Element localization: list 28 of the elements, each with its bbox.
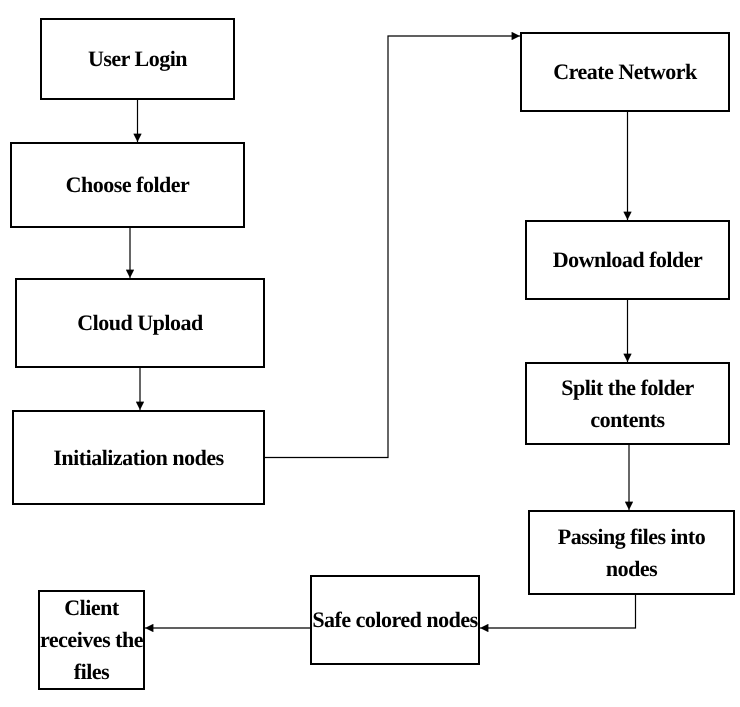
box-label: Passing files into nodes (556, 522, 706, 582)
process-box (525, 220, 730, 300)
box-label: Safe colored nodes (312, 606, 478, 634)
box-label: Split the folder contents (560, 374, 695, 434)
arrow (136, 368, 144, 410)
arrow (126, 228, 134, 278)
arrow (624, 445, 634, 510)
box-label: Choose folder (66, 171, 190, 200)
process-box (525, 362, 730, 445)
arrow (623, 112, 632, 220)
process-box (528, 510, 735, 595)
arrow (480, 595, 636, 632)
process-box (10, 142, 245, 228)
process-box (310, 575, 480, 665)
arrow (145, 624, 310, 632)
box-label: Client receives the files (40, 594, 143, 686)
process-box (15, 278, 265, 368)
arrow (133, 100, 142, 142)
process-box (12, 410, 265, 505)
arrow (623, 300, 632, 362)
box-label: Download folder (552, 246, 702, 274)
box-label: Cloud Upload (77, 309, 203, 338)
arrow (265, 32, 520, 458)
process-box (40, 18, 235, 100)
box-label: User Login (88, 45, 188, 74)
process-box (520, 32, 730, 112)
box-label: Initialization nodes (53, 444, 224, 472)
box-label: Create Network (553, 58, 697, 86)
